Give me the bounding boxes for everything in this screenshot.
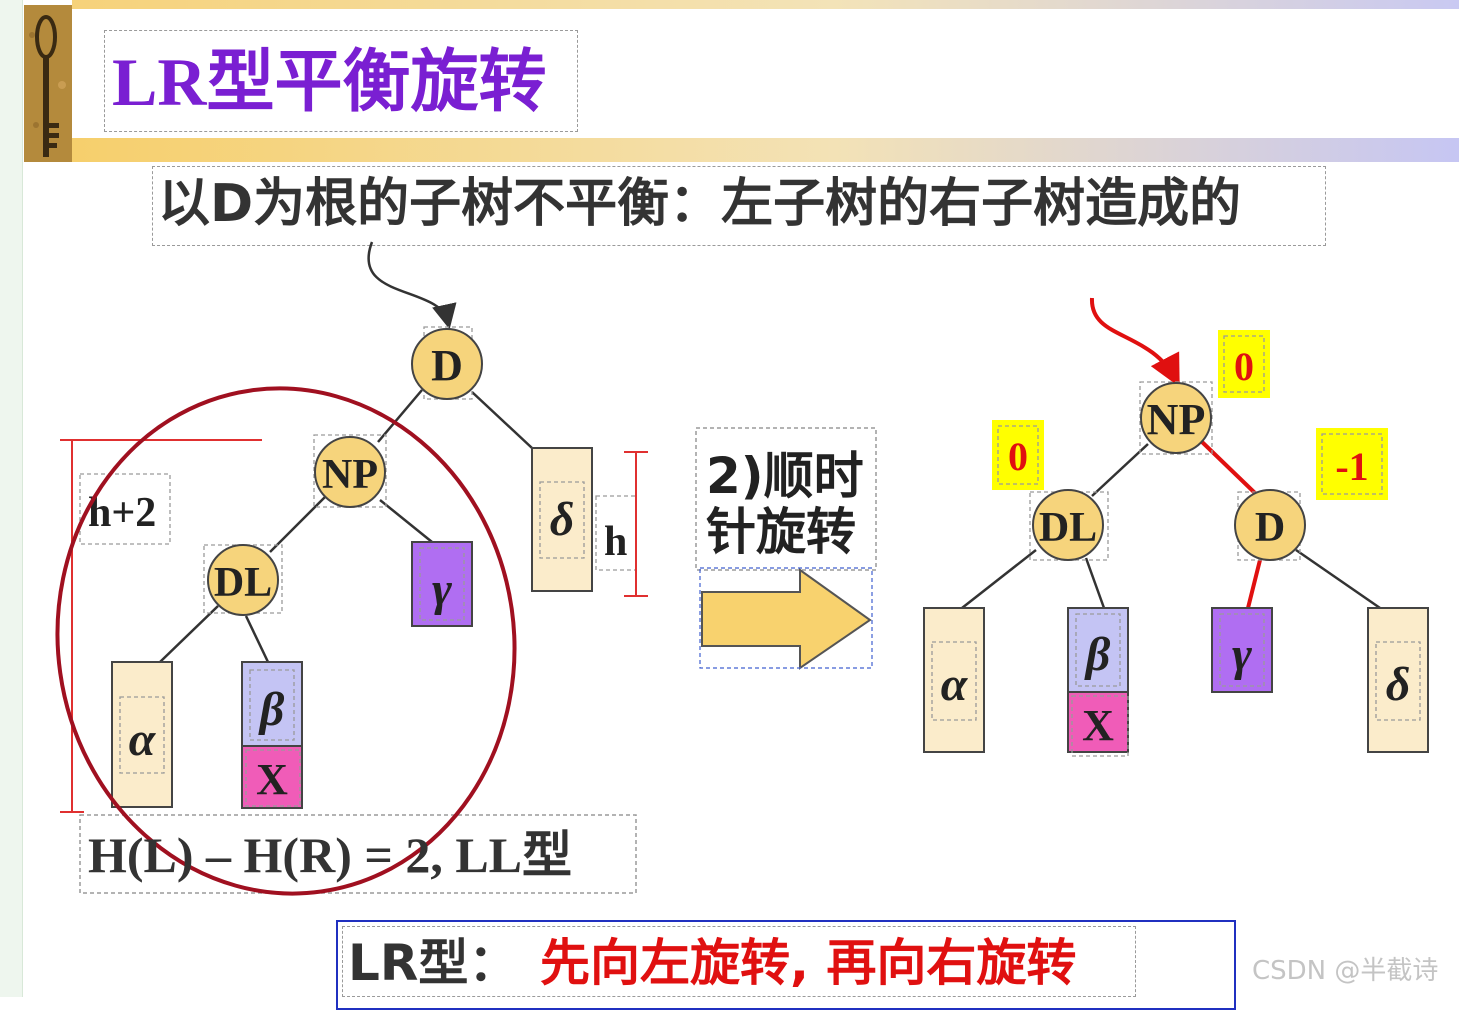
pointer-arrow-to-d (367, 241, 457, 330)
right-subtree-gamma-box (1211, 607, 1273, 693)
right-label-x: X (1082, 701, 1114, 750)
left-label-delta: δ (550, 493, 575, 546)
edge-np-dl (269, 495, 327, 553)
left-margin-strip (0, 0, 23, 997)
edge-d-np (377, 389, 423, 443)
left-tree-edges (159, 389, 533, 663)
balance-right-text: -1 (1335, 444, 1368, 489)
left-label-np: NP (322, 452, 378, 498)
left-subtree-alpha-box (111, 661, 173, 808)
title-frame (104, 30, 578, 132)
right-subtree-x-box (1067, 691, 1129, 753)
edge-d-delta-right (1295, 548, 1381, 610)
summary-action: 先向左旋转, 再向右旋转 (540, 934, 1077, 992)
balance-left-text: 0 (1008, 434, 1028, 479)
left-label-gamma: γ (432, 563, 452, 616)
balance-badge-root (1218, 330, 1270, 398)
edge-d-delta (471, 391, 533, 449)
right-node-np (1140, 382, 1212, 454)
left-node-d (411, 328, 483, 400)
height-right-label: h (604, 519, 627, 565)
rotation-line-1: 2)顺时 (706, 447, 864, 505)
right-label-delta: δ (1386, 658, 1411, 711)
edge-dl-alpha-right (961, 549, 1037, 609)
page-subtitle: 以D为根的子树不平衡：左子树的右子树造成的 (158, 174, 1242, 234)
balance-badge-left (992, 420, 1044, 490)
edge-dl-beta (244, 615, 270, 663)
rotation-label: 2)顺时 针旋转 (706, 448, 864, 560)
edge-np-gamma (379, 499, 433, 543)
left-subtree-gamma-box (411, 541, 473, 627)
left-label-x: X (256, 755, 288, 804)
summary-label: LR型： (348, 934, 519, 992)
formula-frame (79, 814, 637, 894)
right-label-alpha: α (941, 658, 969, 711)
right-subtree-delta-box (1367, 607, 1429, 753)
right-node-dl (1032, 489, 1104, 561)
right-subtree-beta-box (1067, 607, 1129, 693)
left-label-alpha: α (129, 713, 157, 766)
right-label-gamma: γ (1232, 628, 1252, 681)
left-label-d: D (431, 341, 463, 390)
edge-np-d-right (1198, 438, 1258, 496)
height-left-label: h+2 (88, 490, 156, 536)
right-subtree-alpha-box (923, 607, 985, 753)
left-subtree-x-box (241, 745, 303, 809)
header-gradient-band (72, 138, 1459, 162)
right-label-dl: DL (1039, 505, 1097, 551)
page-title: LR型平衡旋转 (112, 44, 547, 120)
edge-np-dl-right (1091, 443, 1149, 497)
highlight-ellipse (55, 386, 517, 896)
subtitle-frame (152, 166, 1326, 246)
right-label-beta: β (1084, 628, 1111, 681)
right-label-d: D (1255, 505, 1285, 551)
rotation-arrow (701, 568, 872, 670)
edge-dl-beta-right (1084, 557, 1106, 609)
left-subtree-beta-box (241, 661, 303, 747)
left-node-dl (207, 544, 279, 616)
left-node-np (314, 436, 386, 508)
left-subtree-delta-box (531, 447, 593, 592)
left-label-beta: β (258, 683, 285, 736)
top-gradient-band (72, 0, 1459, 9)
balance-root-text: 0 (1234, 344, 1254, 389)
left-label-dl: DL (214, 560, 272, 606)
right-node-d (1234, 489, 1306, 561)
height-formula: H(L) – H(R) = 2, LL型 (88, 827, 573, 883)
balance-badge-right (1316, 428, 1388, 500)
rotation-arrow-frame (699, 567, 873, 669)
edge-dl-alpha (159, 605, 219, 663)
rotation-line-2: 针旋转 (706, 503, 856, 561)
pointer-arrow-to-np (1089, 297, 1180, 388)
key-logo (24, 5, 72, 162)
watermark: CSDN @半截诗 (1252, 956, 1439, 986)
edge-d-gamma-right (1246, 559, 1262, 609)
right-label-np: NP (1147, 395, 1206, 444)
